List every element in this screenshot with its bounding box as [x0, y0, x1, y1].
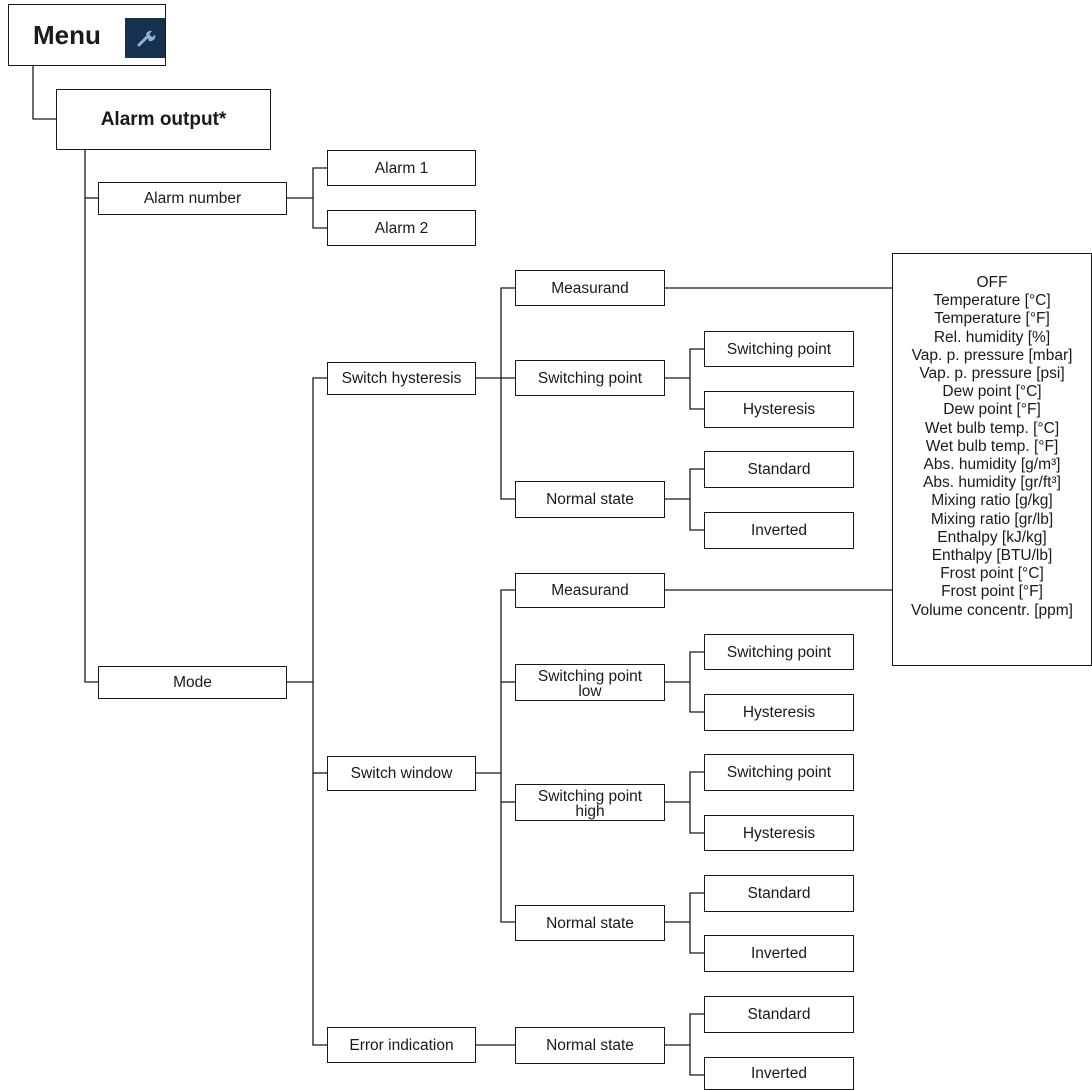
switch-hysteresis-node[interactable]: Switch hysteresis	[327, 362, 476, 395]
connector	[689, 892, 704, 954]
error-indication-node[interactable]: Error indication	[327, 1027, 476, 1063]
connector	[689, 651, 704, 713]
sw-spl-label-line2: low	[578, 682, 602, 700]
connector	[500, 287, 515, 500]
sh-normal-state-node[interactable]: Normal state	[515, 481, 665, 518]
alarm-number-node[interactable]: Alarm number	[98, 182, 287, 215]
measurand-option[interactable]: Enthalpy [BTU/lb]	[931, 547, 1053, 565]
sw-spl-switching-point-node[interactable]: Switching point	[704, 634, 854, 670]
measurand-option[interactable]: Enthalpy [kJ/kg]	[937, 528, 1047, 546]
measurand-option[interactable]: Temperature [°F]	[934, 310, 1050, 328]
connector	[32, 66, 56, 120]
sw-spl-hysteresis-node[interactable]: Hysteresis	[704, 694, 854, 731]
wrench-icon	[125, 18, 165, 58]
sh-sp-hysteresis-node[interactable]: Hysteresis	[704, 391, 854, 428]
mode-node[interactable]: Mode	[98, 666, 287, 699]
measurand-option[interactable]: Dew point [°F]	[943, 401, 1041, 419]
measurand-option[interactable]: Rel. humidity [%]	[933, 328, 1051, 346]
measurand-option[interactable]: Temperature [°C]	[933, 292, 1051, 310]
measurand-option[interactable]: Wet bulb temp. [°F]	[925, 437, 1059, 455]
sh-measurand-node[interactable]: Measurand	[515, 270, 665, 306]
measurand-option[interactable]: Mixing ratio [gr/lb]	[930, 510, 1054, 528]
sh-switching-point-node[interactable]: Switching point	[515, 360, 665, 396]
sw-measurand-node[interactable]: Measurand	[515, 573, 665, 608]
measurand-options-list: OFF Temperature [°C] Temperature [°F] Re…	[892, 253, 1092, 666]
connector	[689, 468, 704, 531]
sw-ns-standard-node[interactable]: Standard	[704, 875, 854, 912]
measurand-option[interactable]: Frost point [°C]	[940, 565, 1044, 583]
connector	[689, 1013, 704, 1076]
measurand-option[interactable]: OFF	[976, 274, 1008, 291]
sh-sp-switching-point-node[interactable]: Switching point	[704, 331, 854, 367]
connector	[689, 771, 704, 834]
sw-spl-label-line1: Switching point	[537, 667, 643, 685]
sw-ns-inverted-node[interactable]: Inverted	[704, 935, 854, 972]
menu-title: Menu	[33, 19, 101, 50]
measurand-option[interactable]: Wet bulb temp. [°C]	[924, 419, 1060, 437]
measurand-option[interactable]: Frost point [°F]	[941, 583, 1043, 601]
measurand-option[interactable]: Vap. p. pressure [psi]	[919, 365, 1065, 383]
sw-switching-point-high-node[interactable]: Switching point high	[515, 784, 665, 821]
menu-header[interactable]: Menu	[8, 4, 166, 66]
ei-normal-state-node[interactable]: Normal state	[515, 1027, 665, 1064]
measurand-option[interactable]: Vap. p. pressure [mbar]	[911, 346, 1073, 364]
connector	[84, 149, 98, 683]
measurand-option[interactable]: Mixing ratio [g/kg]	[931, 492, 1053, 510]
sw-sph-label-line2: high	[575, 802, 605, 820]
sh-ns-standard-node[interactable]: Standard	[704, 451, 854, 488]
connector	[312, 377, 327, 1046]
sw-normal-state-node[interactable]: Normal state	[515, 905, 665, 941]
alarm-2-node[interactable]: Alarm 2	[327, 210, 476, 246]
alarm-1-node[interactable]: Alarm 1	[327, 150, 476, 186]
measurand-option[interactable]: Volume concentr. [ppm]	[911, 601, 1073, 619]
sw-sph-label-line1: Switching point	[537, 787, 643, 805]
sw-switching-point-low-node[interactable]: Switching point low	[515, 664, 665, 701]
sw-sph-hysteresis-node[interactable]: Hysteresis	[704, 815, 854, 851]
connector	[500, 589, 515, 923]
sh-ns-inverted-node[interactable]: Inverted	[704, 512, 854, 549]
switch-window-node[interactable]: Switch window	[327, 756, 476, 791]
connector	[312, 167, 327, 229]
ei-ns-standard-node[interactable]: Standard	[704, 996, 854, 1033]
alarm-output-node[interactable]: Alarm output*	[56, 89, 271, 150]
measurand-option[interactable]: Abs. humidity [gr/ft³]	[923, 474, 1061, 492]
connector	[689, 348, 704, 410]
sw-sph-switching-point-node[interactable]: Switching point	[704, 754, 854, 791]
measurand-option[interactable]: Abs. humidity [g/m³]	[923, 456, 1061, 474]
ei-ns-inverted-node[interactable]: Inverted	[704, 1057, 854, 1090]
measurand-option[interactable]: Dew point [°C]	[942, 383, 1042, 401]
